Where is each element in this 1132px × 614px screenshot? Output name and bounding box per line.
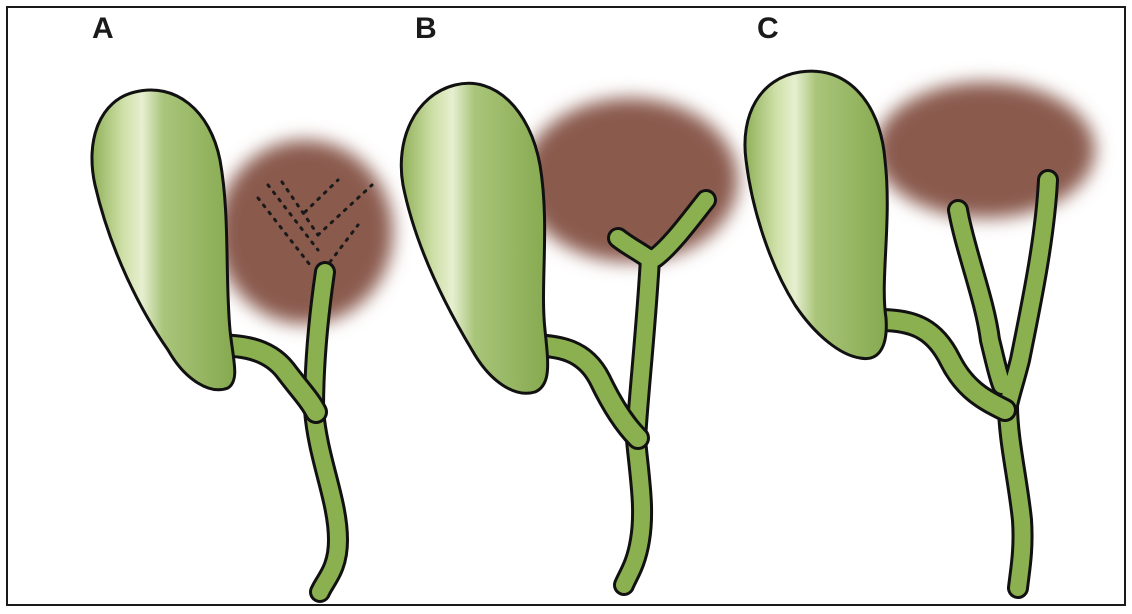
panel-b-label: B [415, 14, 437, 44]
panel-b [401, 83, 738, 585]
bile-duct-a [314, 272, 338, 592]
bile-duct-b [618, 200, 706, 585]
liver-c [875, 82, 1095, 218]
panel-a [92, 90, 393, 592]
panel-c [745, 71, 1095, 588]
liver-a [217, 140, 393, 324]
panel-a-label: A [92, 14, 114, 44]
panel-c-label: C [757, 14, 779, 44]
